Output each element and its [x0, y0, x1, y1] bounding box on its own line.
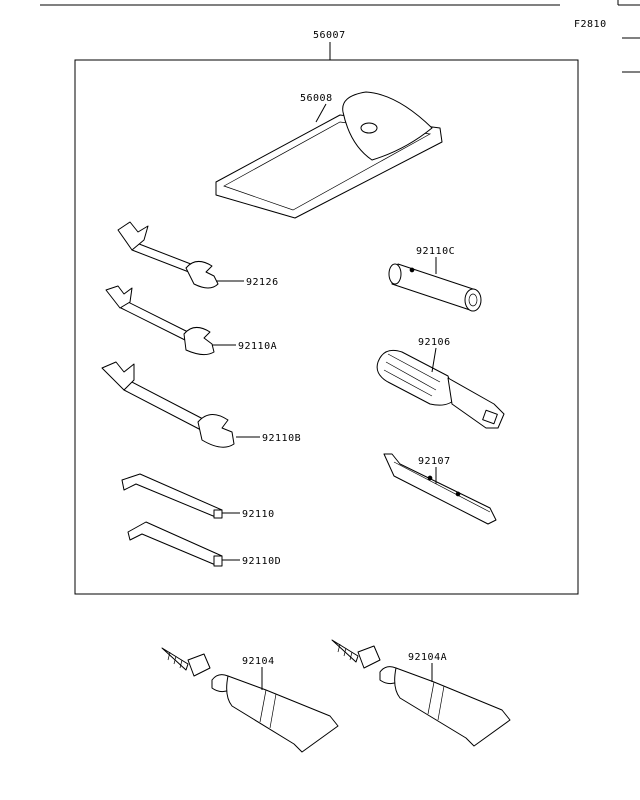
leader-handle	[431, 347, 437, 373]
label-handle: 92106	[418, 337, 451, 348]
tool-pouch	[215, 91, 443, 219]
label-hex-key: 92110	[242, 509, 275, 520]
label-hex-key-d: 92110D	[242, 556, 281, 567]
label-wrench-small: 92126	[246, 277, 279, 288]
label-pouch: 56008	[300, 93, 333, 104]
open-end-wrench-large	[101, 361, 235, 448]
label-grease-tube: 92104	[242, 656, 275, 667]
hex-key-d	[127, 521, 223, 567]
screwdriver-handle	[376, 349, 505, 429]
label-wrench-medium: 92110A	[238, 341, 277, 352]
screwdriver-bit	[383, 453, 497, 525]
page-frame	[40, 0, 640, 73]
label-wrench-large: 92110B	[262, 433, 301, 444]
label-grease-tube-a: 92104A	[408, 652, 447, 663]
open-end-wrench-medium	[105, 285, 215, 356]
open-end-wrench-small	[117, 221, 219, 289]
hex-key	[121, 473, 223, 519]
figure-code: F2810	[574, 19, 607, 30]
label-plug-spanner: 92110C	[416, 246, 455, 257]
spark-plug-spanner	[388, 263, 482, 312]
label-screwdriver: 92107	[418, 456, 451, 467]
grease-tube	[161, 647, 339, 753]
tool-kit-box	[74, 59, 579, 595]
label-kit: 56007	[313, 30, 346, 41]
grease-tube-a	[331, 639, 511, 747]
leader-pouch	[315, 103, 327, 123]
